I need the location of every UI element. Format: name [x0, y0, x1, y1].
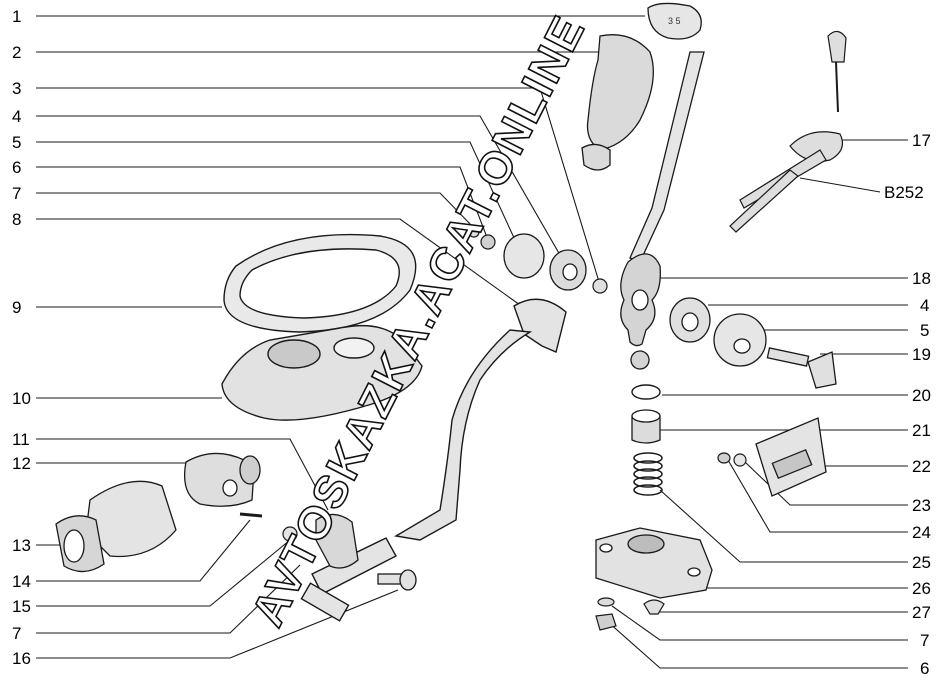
leader-23 [744, 461, 908, 506]
callout-22: 22 [912, 457, 931, 476]
leader-5 [36, 141, 516, 241]
callout-11: 11 [12, 430, 30, 449]
leader-8 [36, 218, 521, 306]
leader-7r [611, 605, 908, 641]
bolt-19 [766, 347, 837, 389]
leader-7 [36, 192, 475, 229]
callout-15: 15 [12, 597, 31, 616]
callout-18: 18 [912, 269, 931, 288]
callout-7: 7 [12, 184, 22, 203]
callout-13: 13 [12, 536, 31, 555]
screw-14 [239, 512, 263, 518]
callout-25: 25 [912, 553, 931, 572]
callout-3: 3 [12, 79, 22, 98]
washer-4-right [669, 297, 711, 343]
circlip-20 [631, 384, 661, 400]
bushing-21 [631, 409, 661, 444]
callout-7b: 7 [12, 624, 22, 643]
clamp-11 [315, 513, 359, 569]
boot-10 [221, 324, 423, 421]
leader-6r [607, 621, 908, 669]
leader-6 [36, 166, 489, 241]
callout-B252: B252 [884, 183, 924, 202]
callout-6r: 6 [920, 659, 930, 678]
bolt-16 [377, 569, 417, 591]
seal-9 [223, 233, 417, 333]
callout-2: 2 [12, 43, 22, 62]
leader-4 [36, 115, 561, 256]
lever-base-26 [595, 527, 713, 599]
leader-24 [727, 459, 908, 533]
callout-24: 24 [912, 523, 931, 542]
leader-25 [659, 489, 908, 563]
cap-27 [643, 599, 665, 615]
shift-assembly [729, 30, 847, 233]
selector-rod [300, 298, 567, 622]
callout-8: 8 [12, 210, 22, 229]
svg-text:3 5: 3 5 [668, 16, 681, 26]
bracket-22 [755, 417, 827, 497]
callout-23: 23 [912, 496, 931, 515]
callout-17: 17 [912, 131, 931, 150]
callout-4: 4 [12, 107, 22, 126]
callout-27: 27 [912, 603, 931, 622]
callout-10: 10 [12, 389, 31, 408]
washer-15 [282, 526, 298, 542]
nut-6-right [595, 613, 617, 631]
washer-5-right [713, 313, 767, 367]
washer-23 [733, 453, 747, 467]
leader-7b [36, 564, 301, 634]
leader-3 [36, 87, 601, 286]
callout-7r: 7 [920, 631, 930, 650]
callout-5: 5 [12, 133, 22, 152]
callout-26: 26 [912, 579, 931, 598]
washer-5-left [503, 233, 545, 279]
housing-12 [183, 452, 261, 507]
lever-joint [620, 253, 661, 370]
knob-cap: 3 5 [647, 2, 702, 40]
callout-21: 21 [912, 421, 931, 440]
nut-24 [717, 452, 731, 464]
washer-4-left [549, 249, 587, 291]
callout-14: 14 [12, 572, 31, 591]
ball-3 [592, 278, 608, 294]
cover-13 [55, 480, 177, 573]
callout-5r: 5 [920, 321, 930, 340]
nut-6-left [480, 234, 496, 250]
leader-B252 [799, 177, 881, 193]
knob-handle [581, 34, 654, 171]
callout-19: 19 [912, 345, 931, 364]
leader-15 [36, 539, 291, 607]
callout-20: 20 [912, 386, 931, 405]
callout-16: 16 [12, 649, 31, 668]
callout-4r: 4 [920, 296, 930, 315]
leader-11 [36, 438, 329, 511]
spring-25 [633, 452, 663, 496]
washer-7-left [468, 226, 480, 238]
washer-7-right [597, 597, 615, 607]
callout-9: 9 [12, 298, 22, 317]
callout-1: 1 [12, 7, 22, 26]
leader-14 [36, 519, 251, 582]
callout-6: 6 [12, 158, 22, 177]
callout-12: 12 [12, 454, 31, 473]
